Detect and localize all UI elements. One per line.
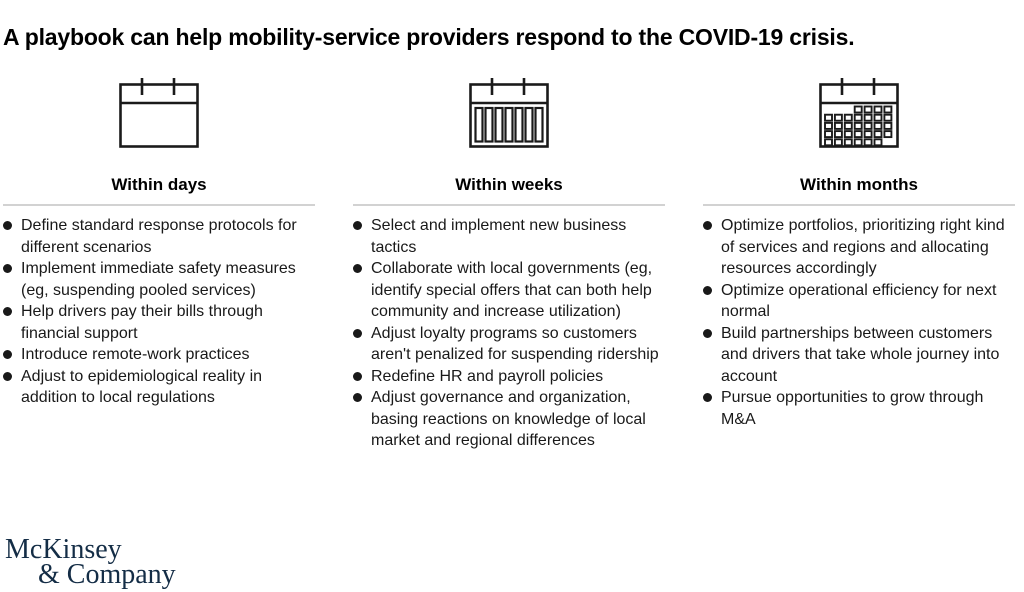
column-header: Within weeks: [455, 175, 563, 194]
playbook-columns: Within days Define standard response pro…: [3, 78, 1015, 452]
list-item: Optimize portfolios, prioritizing right …: [703, 215, 1015, 280]
column-header: Within days: [111, 175, 207, 194]
list-item: Adjust loyalty programs so customers are…: [353, 323, 665, 366]
page-title: A playbook can help mobility-service pro…: [3, 24, 855, 51]
bullet-list: Optimize portfolios, prioritizing right …: [703, 215, 1015, 430]
mckinsey-logo: McKinsey & Company: [5, 534, 176, 590]
list-item: Optimize operational efficiency for next…: [703, 280, 1015, 323]
list-item: Define standard response protocols for d…: [3, 215, 315, 258]
logo-line-2: & Company: [38, 559, 176, 590]
header-divider: [3, 204, 315, 206]
column-header: Within months: [800, 175, 918, 194]
list-item: Implement immediate safety measures (eg,…: [3, 258, 315, 301]
list-item: Adjust governance and organization, basi…: [353, 387, 665, 452]
bullet-list: Define standard response protocols for d…: [3, 215, 315, 409]
list-item: Collaborate with local governments (eg, …: [353, 258, 665, 323]
list-item: Adjust to epidemiological reality in add…: [3, 366, 315, 409]
list-item: Introduce remote-work practices: [3, 344, 315, 366]
list-item: Select and implement new business tactic…: [353, 215, 665, 258]
bullet-list: Select and implement new business tactic…: [353, 215, 665, 452]
calendar-days-icon: [3, 78, 315, 150]
header-divider: [703, 204, 1015, 206]
calendar-weeks-icon: [353, 78, 665, 150]
list-item: Build partnerships between customers and…: [703, 323, 1015, 388]
column-within-months: Within months Optimize portfolios, prior…: [703, 78, 1015, 452]
list-item: Help drivers pay their bills through fin…: [3, 301, 315, 344]
list-item: Redefine HR and payroll policies: [353, 366, 665, 388]
column-within-weeks: Within weeks Select and implement new bu…: [353, 78, 665, 452]
header-divider: [353, 204, 665, 206]
list-item: Pursue opportunities to grow through M&A: [703, 387, 1015, 430]
column-within-days: Within days Define standard response pro…: [3, 78, 315, 452]
calendar-months-icon: [703, 78, 1015, 150]
logo-line-1: McKinsey: [5, 534, 122, 565]
